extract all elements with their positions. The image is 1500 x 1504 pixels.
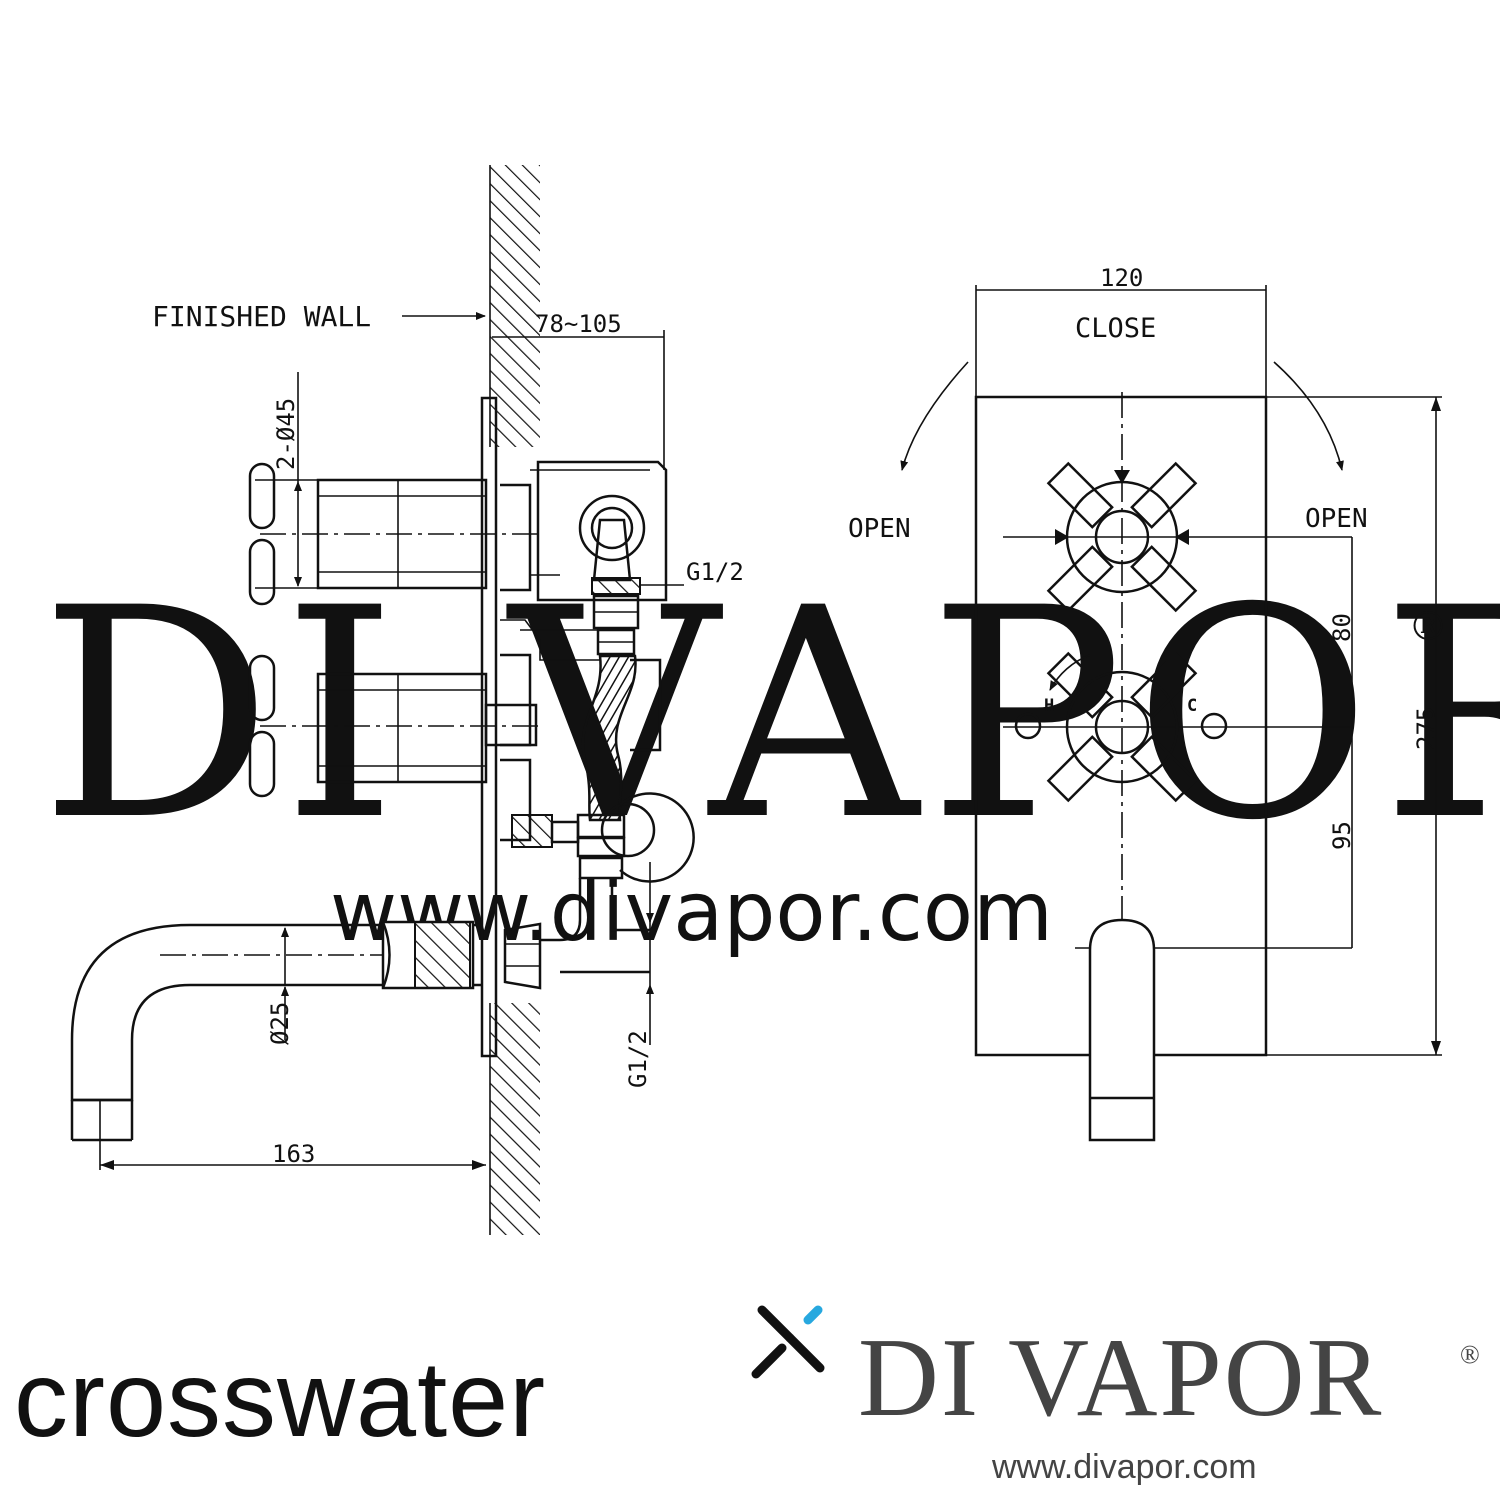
valve-body-upper: [536, 460, 668, 602]
handle-1-spoke-bottom: [248, 538, 276, 606]
ferrule-lower: [578, 856, 624, 880]
elbow-ring: [600, 802, 656, 858]
thread-top: [591, 577, 641, 595]
divapor-logo-text: DI VAPOR: [858, 1316, 1384, 1440]
valve-body-middle: [500, 619, 600, 661]
spout: [70, 923, 482, 1102]
handle-2-spoke-top: [248, 654, 276, 722]
front-view: 120 CLOSE OPEN OPEN: [848, 264, 1442, 1142]
cartridge-inner: [590, 506, 634, 550]
finished-wall-label: FINISHED WALL: [152, 300, 371, 333]
nut-lower-2: [576, 836, 626, 858]
side-view: FINISHED WALL 78~105 G1/2: [70, 165, 744, 1235]
front-handle-upper: [1046, 461, 1198, 613]
spacing-upper-label: 80: [1328, 613, 1356, 642]
spout-dia-label: Ø25: [266, 1002, 294, 1045]
hot-label: H: [1044, 696, 1054, 716]
crosswater-logo-text: crosswater: [14, 1338, 547, 1459]
open-right-label: OPEN: [1305, 504, 1368, 534]
spacing-lower-label: 95: [1328, 821, 1356, 850]
plate-width-label: 120: [1100, 264, 1143, 292]
crosswater-logo-mark: [751, 1305, 825, 1379]
reach-label: 163: [272, 1140, 315, 1168]
close-label: CLOSE: [1075, 313, 1156, 344]
inlet-top-label: G1/2: [686, 558, 744, 586]
front-handle-lower: [1014, 651, 1228, 803]
valve-body-detail: [530, 469, 650, 576]
cold-label: C: [1187, 696, 1197, 716]
divapor-url: www.divapor.com: [992, 1448, 1257, 1486]
open-left-label: OPEN: [848, 514, 911, 544]
wall-lower-hatch: [490, 1003, 540, 1235]
spout-nut: [503, 922, 542, 990]
watermark-reg: ®: [1408, 604, 1448, 650]
trim-plate: [480, 396, 498, 1058]
inlet-bottom-label: G1/2: [624, 1030, 652, 1088]
handle-dia-label: 2-Ø45: [272, 398, 300, 470]
front-spout: [1088, 918, 1156, 1142]
diverter-block: [511, 814, 553, 848]
watermark: DI VAPOR ® www.divapor.com: [40, 547, 1500, 960]
elbow-arc: [619, 792, 695, 883]
braided-hose: [581, 654, 637, 822]
valve-body-neck: [500, 483, 532, 592]
wall-upper-hatch: [490, 165, 540, 447]
handle-1-spoke-top: [248, 462, 276, 530]
valve-body-right: [630, 658, 662, 752]
depth-label: 78~105: [535, 310, 622, 338]
outlet-pipe: [540, 878, 650, 974]
divapor-registered-mark: ®: [1460, 1340, 1480, 1369]
cartridge-ring: [578, 494, 646, 562]
cold-indicator: [1200, 712, 1228, 740]
open-arrow-right: [1273, 361, 1344, 471]
open-arrow-left: [900, 361, 969, 471]
watermark-name: DI VAPOR: [40, 547, 1500, 884]
hot-indicator: [1014, 712, 1042, 740]
handle-2-spoke-bottom: [248, 730, 276, 798]
plate-height-label: 275: [1412, 707, 1440, 750]
